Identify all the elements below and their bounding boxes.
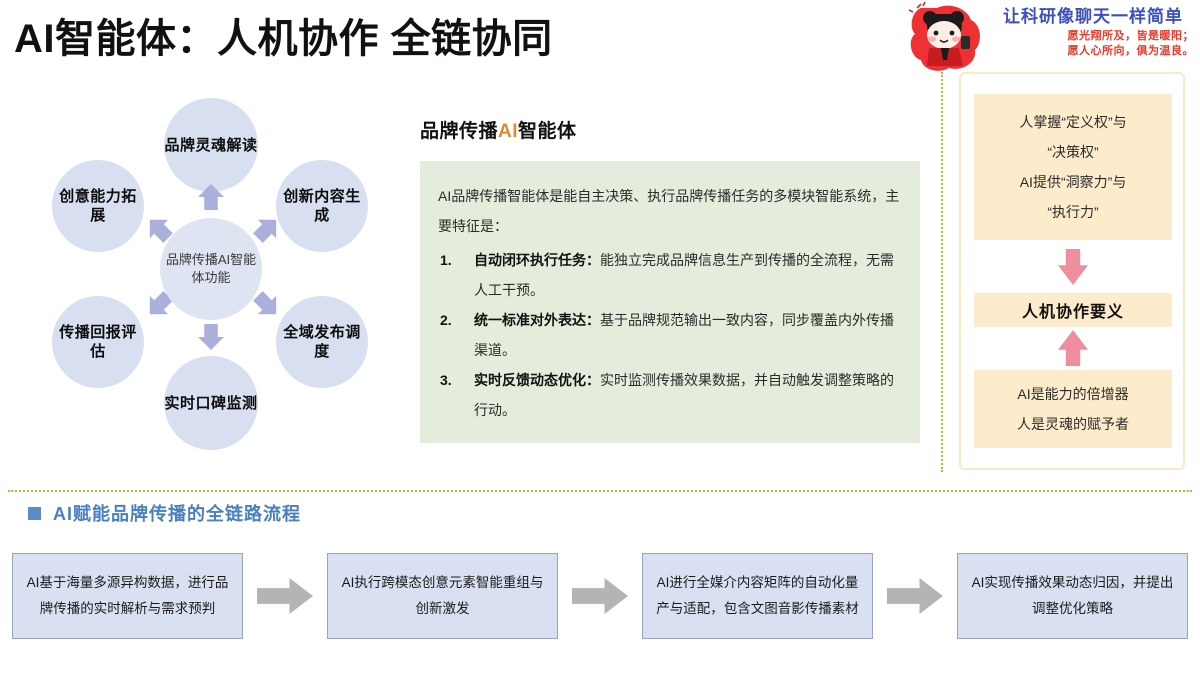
agent-intro-text: AI品牌传播智能体是能自主决策、执行品牌传播任务的多模块智能系统，主要特征是：: [438, 188, 900, 234]
wheel-node-label: 创意能力拓展: [59, 188, 137, 224]
wheel-node-bottom-right[interactable]: 全域发布调度: [276, 296, 368, 388]
agent-heading-accent: AI: [498, 121, 519, 142]
agent-feature-term: 实时反馈动态优化：: [474, 372, 600, 388]
brand-slogan-line-2: 愿人心所向，俱为温良。: [1067, 44, 1194, 57]
collaboration-principles-box: 人掌握“定义权”与 “决策权” AI提供“洞察力”与 “执行力”: [974, 94, 1172, 240]
brand-slogan-line-1: 愿光翔所及，皆是暖阳；: [1067, 29, 1194, 42]
wheel-node-top-left[interactable]: 创意能力拓展: [52, 160, 144, 252]
agent-feature-term: 统一标准对外表达：: [474, 312, 600, 328]
flow-step-1[interactable]: AI基于海量多源异构数据，进行品牌传播的实时解析与需求预判: [12, 553, 243, 639]
conclusion-line: 人是灵魂的赋予者: [1017, 416, 1129, 432]
arrow-up-icon: [1058, 330, 1088, 366]
collaboration-essence-title: 人机协作要义: [974, 293, 1172, 327]
flow-step-3[interactable]: AI进行全媒介内容矩阵的自动化量产与适配，包含文图音影传播素材: [642, 553, 873, 639]
wheel-node-bottom[interactable]: 实时口碑监测: [164, 356, 258, 450]
vertical-dotted-divider: [941, 72, 943, 472]
agent-feature-desc: 基于品牌规范输出一致内容，同步覆盖内外传播渠道。: [474, 312, 894, 358]
wheel-node-label: 传播回报评估: [59, 324, 137, 360]
agent-heading: 品牌传播AI智能体: [420, 116, 920, 143]
flow-step-4[interactable]: AI实现传播效果动态归因，并提出调整优化策略: [957, 553, 1188, 639]
agent-feature-item: 实时反馈动态优化：实时监测传播效果数据，并自动触发调整策略的行动。: [438, 365, 902, 425]
wheel-node-top[interactable]: 品牌灵魂解读: [164, 98, 258, 192]
principle-line: AI提供“洞察力”与: [1019, 174, 1127, 190]
arrow-down-icon: [1058, 249, 1088, 285]
capability-wheel-diagram: 品牌灵魂解读 创新内容生成 全域发布调度 实时口碑监测 传播回报评估 创意能力拓…: [42, 92, 372, 452]
wheel-node-top-right[interactable]: 创新内容生成: [276, 160, 368, 252]
flow-step-label: AI基于海量多源异构数据，进行品牌传播的实时解析与需求预判: [26, 575, 229, 616]
process-flow: AI基于海量多源异构数据，进行品牌传播的实时解析与需求预判 AI执行跨模态创意元…: [12, 553, 1188, 639]
brand-text-group: 让科研像聊天一样简单 愿光翔所及，皆是暖阳； 愿人心所向，俱为温良。: [986, 6, 1200, 58]
agent-heading-pre: 品牌传播: [420, 121, 499, 142]
principle-line: “决策权”: [1047, 144, 1099, 160]
square-bullet-icon: [28, 506, 41, 520]
arrow-right-icon: [572, 578, 628, 614]
principle-line: “执行力”: [1047, 204, 1099, 220]
agent-feature-desc: 能独立完成品牌信息生产到传播的全流程，无需人工干预。: [474, 252, 894, 298]
agent-feature-term: 自动闭环执行任务：: [474, 252, 600, 268]
wheel-node-label: 创新内容生成: [283, 188, 361, 224]
collaboration-conclusion-box: AI是能力的倍增器 人是灵魂的赋予者: [974, 370, 1172, 448]
wheel-center-label: 品牌传播AI智能体功能: [165, 252, 257, 285]
brand-logo-block: 让科研像聊天一样简单 愿光翔所及，皆是暖阳； 愿人心所向，俱为温良。: [900, 0, 1200, 76]
principle-line: 人掌握“定义权”与: [1019, 114, 1127, 130]
wheel-node-bottom-left[interactable]: 传播回报评估: [52, 296, 144, 388]
flow-step-label: AI执行跨模态创意元素智能重组与创新激发: [341, 575, 544, 616]
mascot-character-icon: [908, 2, 980, 71]
wheel-node-label: 品牌灵魂解读: [164, 136, 258, 154]
arrow-right-icon: [887, 578, 943, 614]
wheel-center-node[interactable]: 品牌传播AI智能体功能: [160, 218, 262, 320]
wheel-arrow-down-icon: [198, 324, 224, 350]
arrow-right-icon: [257, 578, 313, 614]
flow-step-label: AI进行全媒介内容矩阵的自动化量产与适配，包含文图音影传播素材: [656, 575, 859, 616]
bottom-section-header: AI赋能品牌传播的全链路流程: [28, 500, 301, 526]
agent-feature-list: 自动闭环执行任务：能独立完成品牌信息生产到传播的全流程，无需人工干预。 统一标准…: [438, 245, 902, 425]
agent-heading-post: 智能体: [518, 121, 577, 142]
agent-feature-desc: 实时监测传播效果数据，并自动触发调整策略的行动。: [474, 372, 894, 418]
bottom-section-title: AI赋能品牌传播的全链路流程: [53, 504, 301, 524]
brand-tagline: 让科研像聊天一样简单: [1003, 7, 1183, 27]
agent-feature-item: 自动闭环执行任务：能独立完成品牌信息生产到传播的全流程，无需人工干预。: [438, 245, 902, 305]
agent-description-card: AI品牌传播智能体是能自主决策、执行品牌传播任务的多模块智能系统，主要特征是： …: [420, 161, 920, 443]
wheel-node-label: 实时口碑监测: [164, 394, 258, 412]
agent-feature-item: 统一标准对外表达：基于品牌规范输出一致内容，同步覆盖内外传播渠道。: [438, 305, 902, 365]
flow-step-2[interactable]: AI执行跨模态创意元素智能重组与创新激发: [327, 553, 558, 639]
page-title: AI智能体：人机协作 全链协同: [14, 17, 553, 61]
agent-description-column: 品牌传播AI智能体 AI品牌传播智能体是能自主决策、执行品牌传播任务的多模块智能…: [420, 116, 920, 443]
horizontal-dotted-divider: [8, 490, 1192, 492]
flow-step-label: AI实现传播效果动态归因，并提出调整优化策略: [971, 575, 1174, 616]
conclusion-line: AI是能力的倍增器: [1017, 386, 1129, 402]
human-ai-collaboration-panel: 人掌握“定义权”与 “决策权” AI提供“洞察力”与 “执行力” 人机协作要义 …: [959, 72, 1185, 470]
wheel-node-label: 全域发布调度: [283, 324, 361, 360]
